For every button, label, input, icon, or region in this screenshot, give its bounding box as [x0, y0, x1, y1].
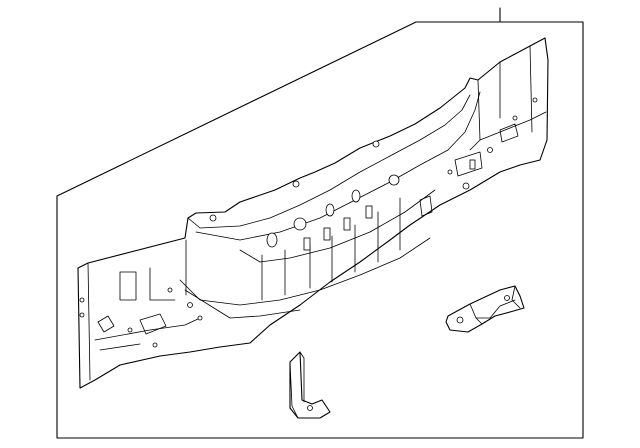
- panel-holes: [79, 97, 538, 348]
- panel-reinforcement-bracket[interactable]: [445, 285, 525, 333]
- rear-body-panel[interactable]: [77, 37, 549, 389]
- lower-mounting-bracket[interactable]: [289, 351, 331, 419]
- exploded-view-frame: [56, 21, 584, 439]
